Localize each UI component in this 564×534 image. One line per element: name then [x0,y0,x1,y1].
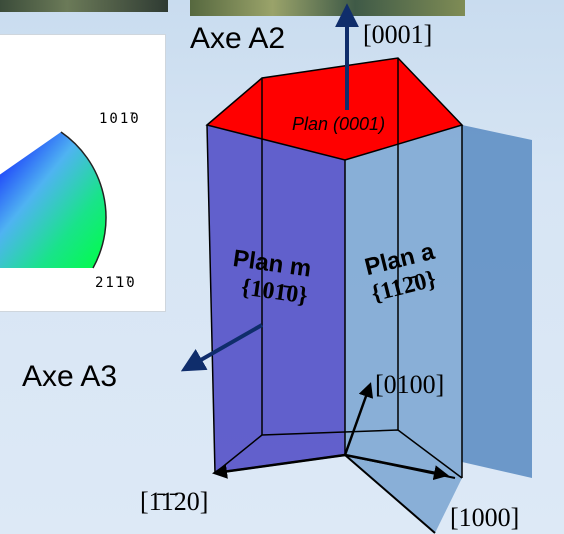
label-dir-m1m120: [1̄1̄20] [140,487,208,517]
label-plan-0001: Plan (0001) [292,114,385,135]
label-dir-0100: [0100] [375,370,444,400]
prism-right-face [345,125,462,533]
label-plan-m-group: Plan m {101̄0} [227,245,313,310]
prism-back-face [462,125,532,478]
label-axe-a3: Axe A3 [22,360,117,394]
label-dir-1000: [1000] [450,503,519,533]
label-dir-0001: [0001] [363,20,432,50]
label-axe-a2: Axe A2 [190,22,285,56]
